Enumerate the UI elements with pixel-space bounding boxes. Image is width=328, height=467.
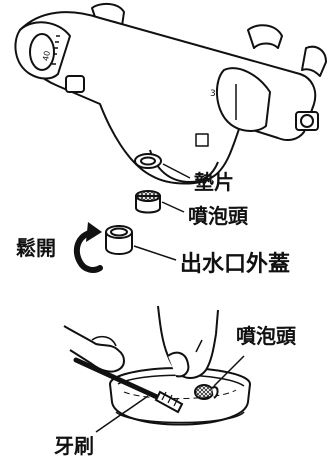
toothbrush-label: 牙刷	[54, 434, 94, 458]
outlet-cap-leader	[133, 245, 177, 261]
aerator-in-hand	[194, 384, 219, 400]
aerator-hand-leader	[213, 355, 245, 387]
indicator-window	[195, 133, 209, 147]
loosen-label: 鬆開	[16, 236, 56, 260]
dial-ticks	[52, 35, 60, 65]
aerator-part	[135, 190, 161, 214]
outlet-cap-part	[105, 225, 133, 255]
aerator-label-top: 噴泡頭	[188, 204, 248, 228]
loosen-arrow	[73, 222, 103, 273]
handle-mark-label: 3	[210, 89, 216, 99]
gasket-leader	[162, 163, 191, 179]
lever-ear	[301, 45, 327, 77]
toothbrush	[73, 357, 184, 414]
flow-handle	[216, 67, 271, 132]
aerator-label-bottom: 噴泡頭	[236, 324, 296, 348]
left-connector	[65, 75, 85, 93]
faucet	[14, 2, 327, 185]
outlet-cap-label: 出水口外蓋	[180, 252, 291, 277]
aerator-leader	[161, 201, 185, 213]
toothbrush-leader	[95, 395, 149, 433]
gasket-label: 墊片	[194, 170, 234, 194]
right-wall-mount	[247, 24, 283, 49]
gasket-ring	[134, 153, 162, 169]
left-hand	[63, 325, 125, 373]
faucet-bar	[19, 11, 317, 185]
